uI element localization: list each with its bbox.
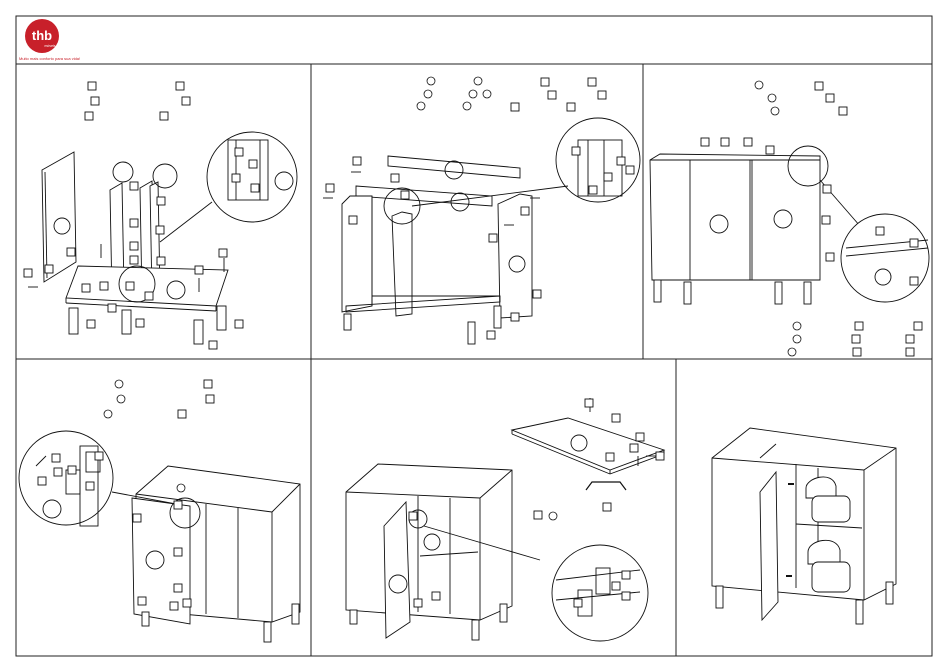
step-5-panel [346, 398, 664, 641]
logo-text: thb [32, 28, 52, 43]
step-1-panel [24, 82, 297, 349]
brand-logo: thb móveis Muito mais conforto para sua … [19, 19, 80, 61]
step-6-panel [712, 428, 896, 624]
step-2-panel [323, 77, 640, 344]
brand-tagline: Muito mais conforto para sua vida! [19, 56, 80, 61]
step-4-panel [19, 380, 300, 642]
step-3-panel [650, 81, 929, 356]
logo-subtext: móveis [44, 44, 55, 48]
